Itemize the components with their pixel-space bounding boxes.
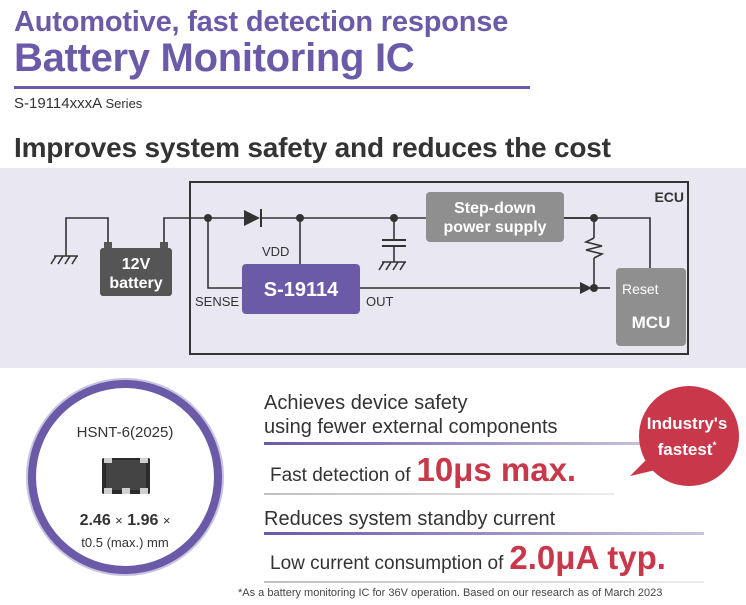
ground-symbol	[50, 255, 78, 265]
badge-footnote-mark: *	[712, 440, 717, 452]
feature-1-underline	[264, 493, 614, 495]
mcu-label: MCU	[632, 313, 671, 332]
ecu-label: ECU	[654, 189, 684, 205]
feature-1-value: 10μs max.	[416, 451, 577, 488]
feature-1-heading-line-1: Achieves device safety	[264, 392, 468, 414]
title-line-1: Automotive, fast detection response	[14, 6, 509, 38]
resistor-symbol	[583, 237, 605, 259]
series-suffix: Series	[105, 96, 143, 111]
headline: Improves system safety and reduces the c…	[14, 132, 611, 163]
badge-text-2-word: fastest	[657, 440, 713, 459]
industry-fastest-badge	[630, 386, 739, 486]
reset-arrow	[580, 282, 592, 294]
ic-label: S-19114	[264, 279, 339, 301]
sense-pin-label: SENSE	[195, 294, 239, 309]
circuit-diagram: ECU 12V battery	[50, 181, 689, 355]
footnote: *As a battery monitoring IC for 36V oper…	[238, 587, 663, 599]
feature-2-value: 2.0μA typ.	[509, 539, 666, 576]
mcu-reset-label: Reset	[622, 281, 659, 297]
regulator-label-1: Step-down	[454, 200, 536, 217]
regulator-label-2: power supply	[443, 219, 546, 236]
package-thickness: t0.5 (max.) mm	[81, 535, 169, 550]
battery-symbol: 12V battery	[100, 242, 172, 296]
title-line-2: Battery Monitoring IC	[14, 36, 415, 80]
junction-dots	[204, 214, 598, 292]
ic-block	[242, 264, 360, 314]
package-times-1: ×	[115, 513, 123, 528]
title-underline	[14, 86, 530, 89]
feature-2-heading: Reduces system standby current	[264, 508, 556, 530]
package-dimensions: 2.46 × 1.96 ×	[36, 512, 214, 530]
battery-label-2: battery	[109, 275, 162, 292]
capacitor-ground-symbol	[378, 261, 406, 271]
wires	[65, 217, 651, 289]
package-dim-b: 1.96	[127, 512, 159, 529]
feature-2-underline	[264, 581, 704, 583]
feature-1-rule	[264, 442, 654, 445]
out-pin-label: OUT	[366, 294, 394, 309]
capacitor-symbol	[382, 239, 406, 247]
series-label: S-19114xxxA Series	[14, 95, 142, 112]
badge-text-2: fastest*	[628, 440, 746, 460]
package-times-2: ×	[162, 513, 171, 528]
feature-2-lead: Low current consumption of	[270, 553, 504, 574]
battery-label-1: 12V	[122, 256, 151, 273]
diode-symbol	[244, 209, 262, 227]
vdd-pin-label: VDD	[262, 244, 289, 259]
feature-2-rule	[264, 532, 704, 535]
badge-text-1: Industry's	[646, 414, 728, 433]
package-chip-image	[102, 458, 150, 494]
ecu-boundary	[189, 181, 689, 355]
feature-1-heading-line-2: using fewer external components	[264, 416, 558, 438]
feature-1-lead: Fast detection of	[270, 465, 411, 486]
regulator-block	[426, 192, 564, 242]
mcu-block	[616, 268, 686, 346]
package-name: HSNT-6(2025)	[76, 424, 174, 441]
series-code: S-19114xxxA	[14, 95, 102, 112]
package-dim-a: 2.46	[79, 512, 111, 529]
